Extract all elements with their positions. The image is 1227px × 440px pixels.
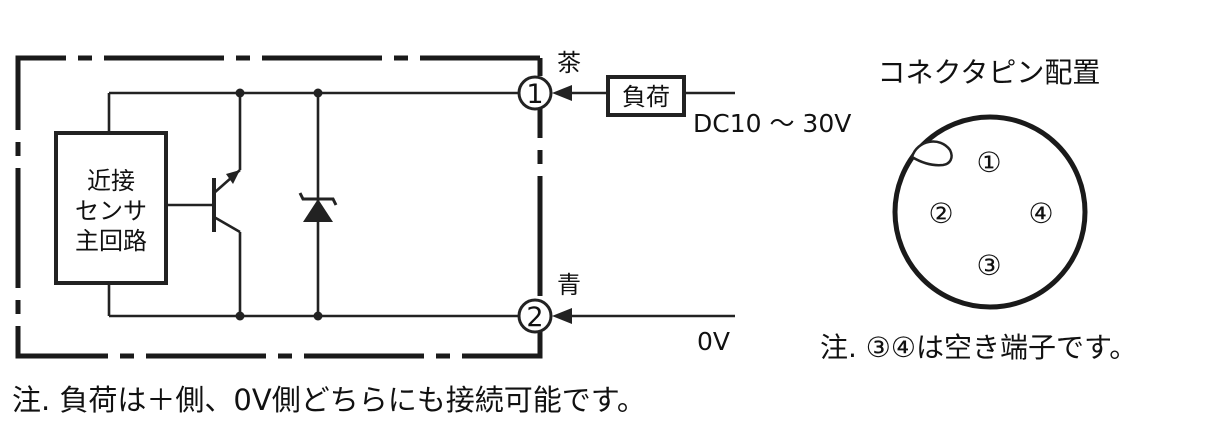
sensor-block-line1: 近接 [87, 167, 135, 195]
arrow-icon [552, 85, 572, 101]
sensor-enclosure [15, 55, 543, 359]
terminal-2-number: 2 [526, 302, 543, 333]
transistor-symbol [212, 169, 241, 234]
diode-symbol [298, 192, 338, 222]
connector-pin-4: ④ [1028, 197, 1053, 230]
arrow-icon [552, 308, 572, 324]
ground-label: 0V [697, 327, 730, 356]
sensor-block-line3: 主回路 [75, 227, 147, 255]
load-box [606, 75, 686, 117]
terminal-1 [517, 75, 553, 111]
sensor-main-circuit-block [54, 131, 168, 285]
wire-color-brown: 茶 [557, 49, 581, 77]
wire-color-blue: 青 [557, 271, 581, 299]
internal-wiring [107, 91, 518, 318]
footer-note: 注. 負荷は＋側、0V側どちらにも接続可能です。 [12, 383, 646, 417]
connector-pin-2: ② [928, 197, 953, 230]
connector-key-notch [910, 140, 953, 167]
supply-voltage-label: DC10 ～ 30V [693, 109, 851, 138]
load-label: 負荷 [622, 83, 670, 111]
junction-dots [235, 88, 323, 321]
terminal-1-number: 1 [526, 79, 543, 110]
connector-note: 注. ③④は空き端子です。 [820, 331, 1137, 364]
connector-title: コネクタピン配置 [878, 56, 1101, 89]
sensor-block-line2: センサ [75, 197, 147, 225]
connector-pin-3: ③ [976, 249, 1001, 282]
terminal-2 [517, 298, 553, 334]
connector-pin-1: ① [976, 146, 1001, 179]
